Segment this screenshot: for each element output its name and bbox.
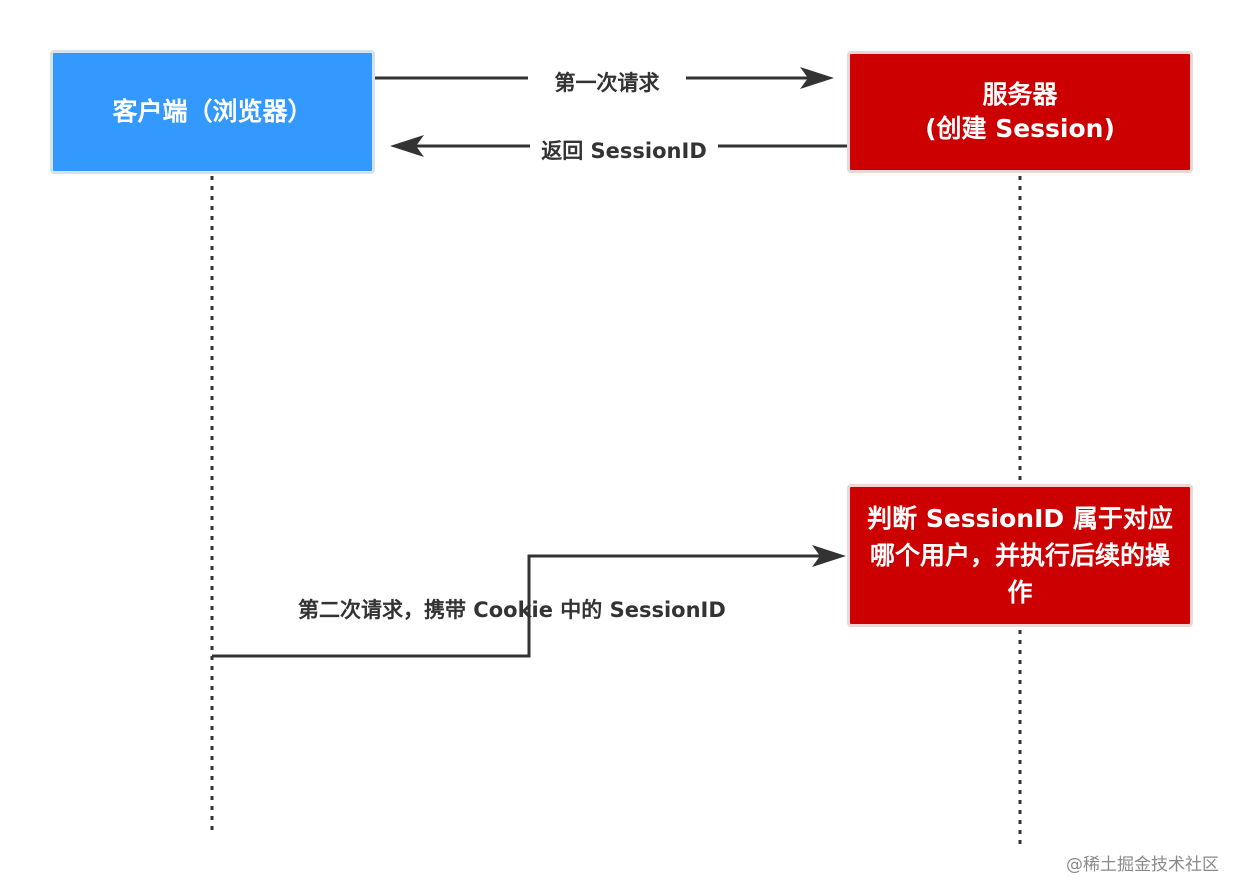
second-request-arrow (212, 554, 820, 658)
server-box: 服务器 (创建 Session) (847, 51, 1193, 173)
watermark: @稀土掘金技术社区 (1066, 855, 1219, 875)
server-label: 服务器 (创建 Session) (925, 80, 1115, 143)
return-session-label: 返回 SessionID (530, 138, 718, 164)
client-label: 客户端（浏览器） (112, 97, 313, 126)
return-session-arrowhead (390, 135, 424, 157)
judge-label: 判断 SessionID 属于对应哪个用户，并执行后续的操作 (867, 504, 1173, 607)
second-request-label: 第二次请求，携带 Cookie 中的 SessionID (298, 598, 726, 622)
first-request-label: 第一次请求 (528, 70, 686, 96)
judge-box: 判断 SessionID 属于对应哪个用户，并执行后续的操作 (847, 484, 1193, 627)
first-request-arrowhead (800, 67, 834, 89)
client-box: 客户端（浏览器） (50, 50, 375, 174)
second-request-arrowhead (812, 545, 846, 567)
